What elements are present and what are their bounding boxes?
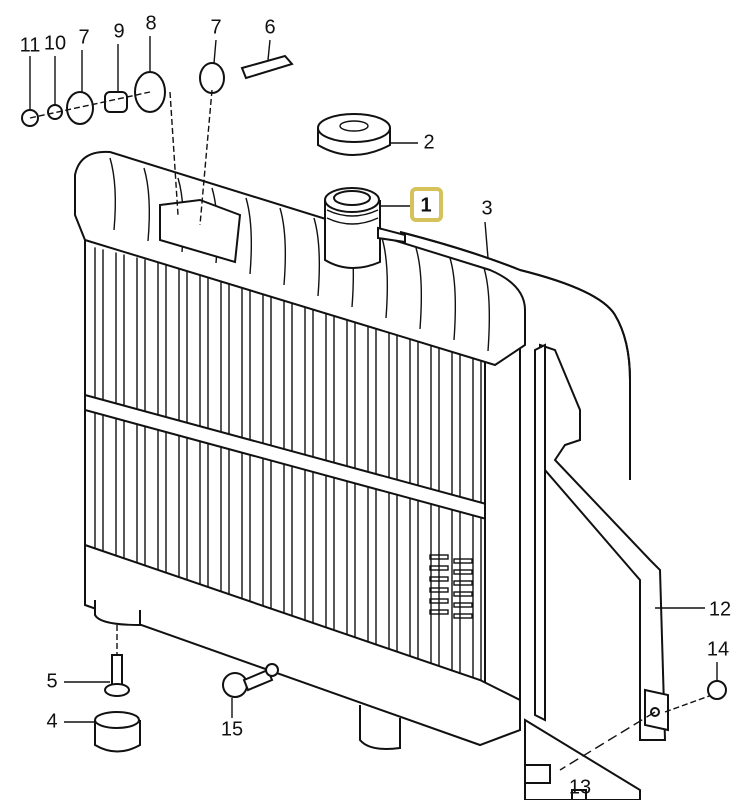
- tank-rib: [415, 247, 423, 330]
- radiator-cap-part-2: [317, 113, 391, 156]
- vent-slot: [429, 598, 449, 604]
- vent-slot: [429, 587, 449, 593]
- tank-rib: [109, 157, 117, 231]
- tank-rib: [381, 237, 389, 319]
- vent-slot: [429, 565, 449, 571]
- bolt-part-6: [240, 54, 294, 80]
- callout-label-10: 10: [44, 32, 66, 54]
- bracket-part-12: [524, 343, 669, 800]
- tank-rib: [313, 217, 321, 297]
- callout-label-7a: 7: [78, 26, 89, 48]
- screw-part-14: [664, 680, 727, 713]
- callout-label-4: 4: [46, 710, 57, 732]
- vent-slot: [453, 569, 473, 575]
- callout-label-1: 1: [420, 194, 431, 216]
- tank-rib: [245, 197, 253, 275]
- core-fin: [409, 323, 419, 680]
- callout-label-15: 15: [221, 718, 243, 740]
- washer-part-7: [66, 91, 94, 125]
- core-fin: [430, 328, 440, 688]
- bottom-hardware: [94, 625, 279, 753]
- vent-slot: [429, 576, 449, 582]
- core-fin: [388, 317, 398, 673]
- vent-slot: [453, 602, 473, 608]
- tank-rib: [143, 167, 151, 242]
- drain-plug-part-15: [222, 672, 248, 698]
- vent-slot: [453, 580, 473, 586]
- callout-label-11: 11: [20, 34, 41, 56]
- vent-slot: [429, 609, 449, 615]
- callout-label-8: 8: [145, 12, 156, 34]
- vent-slot: [453, 613, 473, 619]
- radiator-bottom-tank: [84, 543, 521, 747]
- callout-label-7b: 7: [210, 16, 221, 38]
- callout-label-14: 14: [707, 638, 729, 660]
- callout-label-6: 6: [264, 16, 275, 38]
- washer-part-7b: [199, 62, 225, 94]
- callout-label-2: 2: [423, 131, 434, 153]
- core-fin: [451, 333, 461, 696]
- callout-label-3: 3: [481, 197, 492, 219]
- callout-label-5: 5: [46, 670, 57, 692]
- tank-rib: [279, 207, 287, 286]
- bushing-part-9: [104, 91, 128, 113]
- vent-slot: [453, 591, 473, 597]
- vent-slot: [453, 558, 473, 564]
- leader-lines: [29, 36, 718, 723]
- core-fin: [472, 338, 482, 703]
- callout-label-12: 12: [709, 598, 731, 620]
- callout-label-9: 9: [113, 20, 124, 42]
- tank-rib: [449, 257, 457, 341]
- highlight-box-label-1: [410, 187, 443, 222]
- tank-rib: [483, 267, 491, 352]
- callout-label-13: 13: [569, 776, 591, 798]
- vent-slot: [429, 554, 449, 560]
- filler-neck-part-1: [324, 187, 406, 269]
